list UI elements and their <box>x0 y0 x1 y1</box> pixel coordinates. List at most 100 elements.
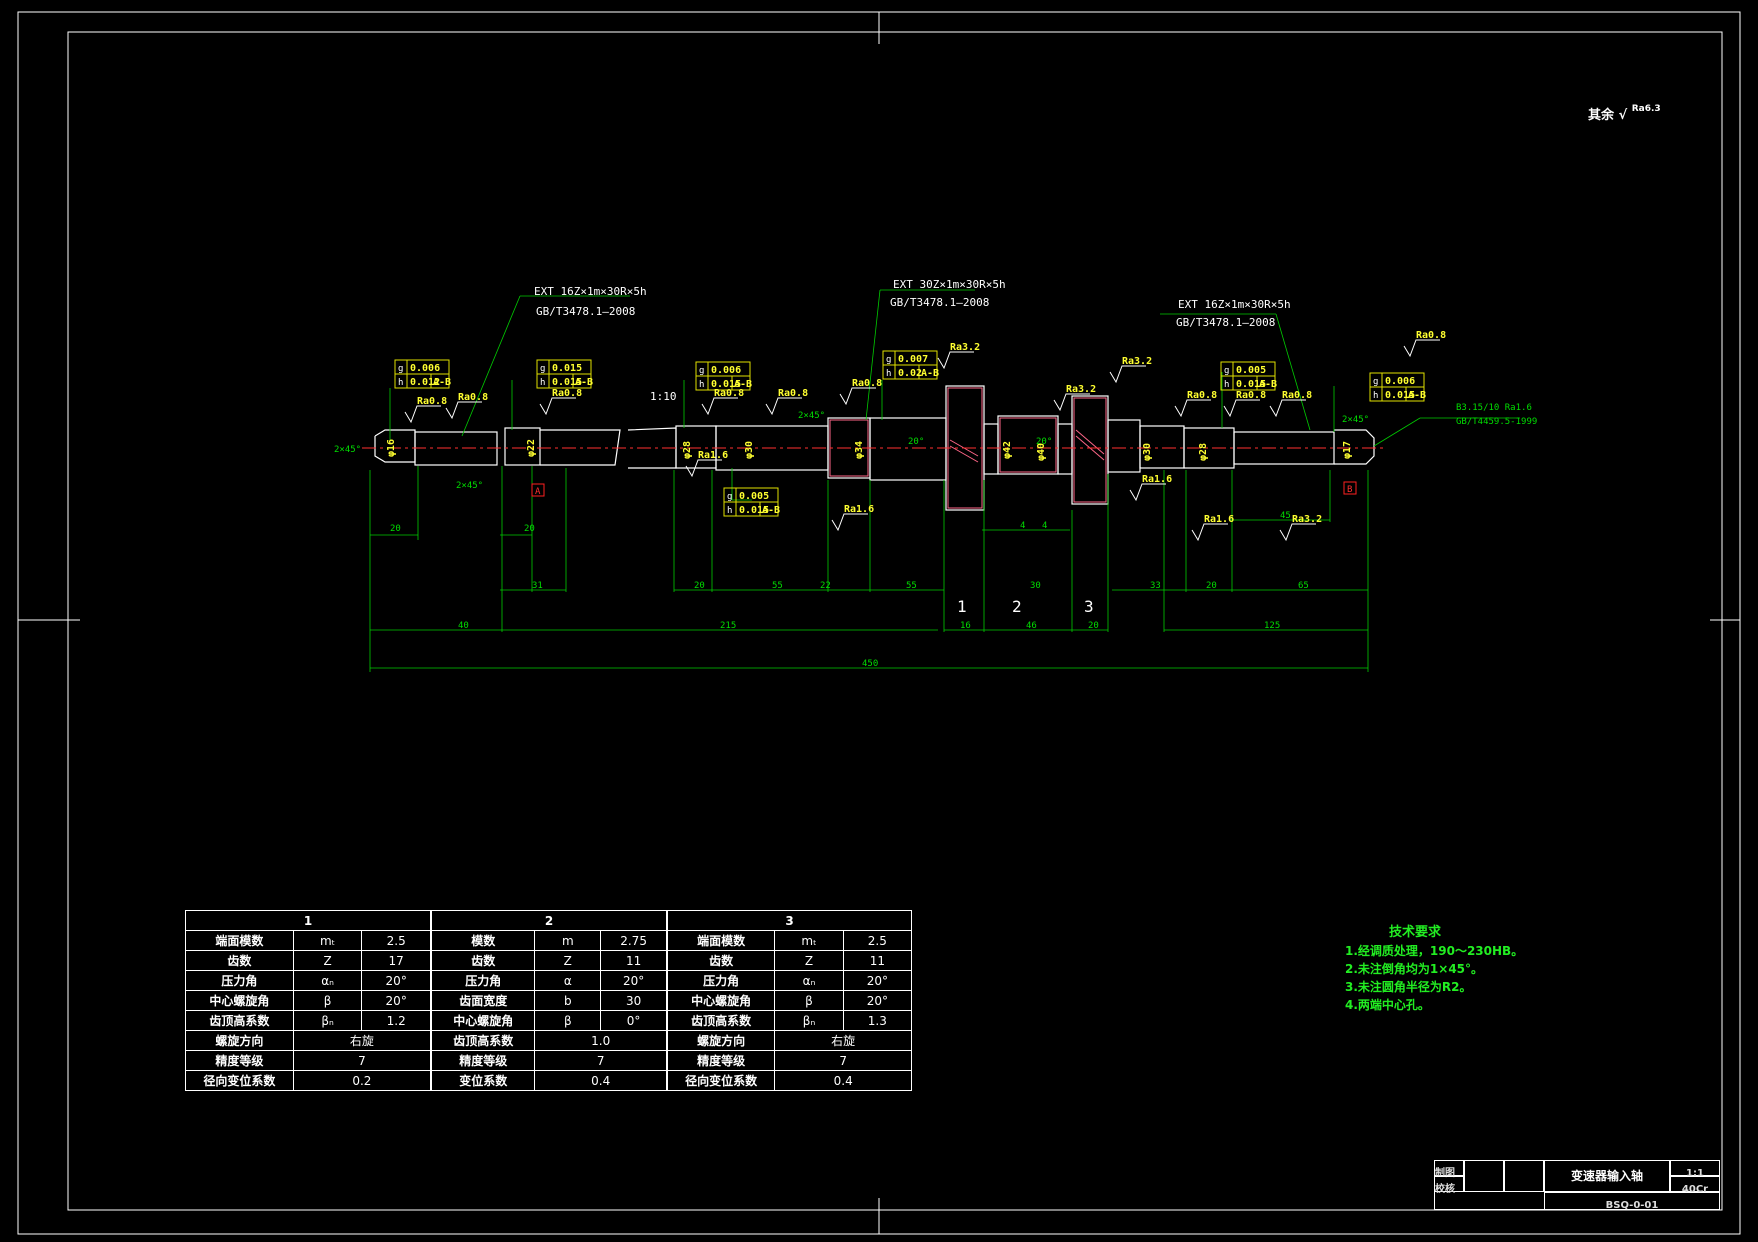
dimension-value: 55 <box>772 581 783 591</box>
scale: 1:1 <box>1686 1168 1704 1179</box>
diameter-label: φ34 <box>854 441 865 459</box>
param-name: 精度等级 <box>185 1050 294 1071</box>
dimension-lines <box>369 289 1520 672</box>
roughness-check-icon: √ <box>1618 108 1628 123</box>
param-name: 变位系数 <box>430 1070 536 1091</box>
spline-right-label: EXT 16Z×1m×30R×5h <box>1178 298 1291 311</box>
note-item: 4.两端中心孔。 <box>1345 998 1430 1012</box>
angle-2: 20° <box>1036 437 1052 447</box>
diameter-label: φ17 <box>1342 441 1353 459</box>
chamfer-mid: 2×45° <box>798 411 825 421</box>
diameter-label: φ30 <box>744 441 755 459</box>
roughness-value: Ra0.8 <box>417 396 447 407</box>
param-name: 精度等级 <box>666 1050 776 1071</box>
tolerance-reference: A-B <box>433 377 451 388</box>
param-symbol: 7 <box>534 1050 667 1071</box>
param-name: 精度等级 <box>430 1050 536 1071</box>
param-name: 端面模数 <box>666 930 776 951</box>
roughness-value: Ra1.6 <box>1204 514 1234 525</box>
param-symbol: 7 <box>774 1050 912 1071</box>
param-name: 压力角 <box>185 970 294 991</box>
roughness-value: Ra1.6 <box>698 450 728 461</box>
tolerance-reference: A-B <box>1259 379 1277 390</box>
param-value: 1.2 <box>361 1010 431 1031</box>
spline-right-std: GB/T3478.1—2008 <box>1176 316 1275 329</box>
dimension-value: 30 <box>1030 581 1041 591</box>
roughness-value: Ra0.8 <box>1236 390 1266 401</box>
roughness-value: Ra3.2 <box>1066 384 1096 395</box>
param-name: 齿数 <box>185 950 294 971</box>
param-name: 径向变位系数 <box>666 1070 776 1091</box>
roughness-value: Ra0.8 <box>778 388 808 399</box>
tolerance-symbol-circular-runout: g <box>1224 366 1229 376</box>
dimension-value: 55 <box>906 581 917 591</box>
inner-frame <box>67 31 1723 1211</box>
tolerance-value-a: 0.007 <box>898 354 928 365</box>
tolerance-value-b: 0.015 <box>711 379 741 390</box>
tolerance-symbol-total-runout: h <box>727 506 732 516</box>
datum-b-box <box>1343 481 1357 495</box>
param-value: 2.5 <box>361 930 431 951</box>
tolerance-value-a: 0.005 <box>739 491 769 502</box>
spline-mid-std: GB/T3478.1—2008 <box>890 296 989 309</box>
roughness-value: Ra1.6 <box>844 504 874 515</box>
taper-label: 1:10 <box>650 390 677 403</box>
roughness-value: Ra3.2 <box>1292 514 1322 525</box>
diameter-label: φ28 <box>1198 443 1209 461</box>
tolerance-symbol-total-runout: h <box>1224 380 1229 390</box>
tolerance-symbol-circular-runout: g <box>699 366 704 376</box>
tolerance-reference: A-B <box>921 368 939 379</box>
note-item: 1.经调质处理，190～230HB。 <box>1345 944 1524 958</box>
diameter-label: φ22 <box>526 439 537 457</box>
dimension-value: 450 <box>862 659 878 669</box>
diameter-label: φ16 <box>386 439 397 457</box>
roughness-symbol: Ra3.2 <box>1279 514 1322 542</box>
param-name: 螺旋方向 <box>185 1030 294 1051</box>
param-name: 齿顶高系数 <box>430 1030 536 1051</box>
param-symbol: 0.4 <box>774 1070 912 1091</box>
param-value: 20° <box>361 990 431 1011</box>
dimension-value: 20 <box>1088 621 1099 631</box>
param-value: 20° <box>842 970 913 991</box>
param-value: 20° <box>361 970 431 991</box>
param-name: 中心螺旋角 <box>430 1010 536 1031</box>
roughness-symbol: Ra0.8 <box>1403 330 1446 358</box>
tolerance-symbol-total-runout: h <box>398 378 403 388</box>
checker-label: 校核 <box>1435 1184 1455 1195</box>
param-name: 齿数 <box>430 950 536 971</box>
param-name: 中心螺旋角 <box>185 990 294 1011</box>
dimension-value: 22 <box>820 581 831 591</box>
tolerance-value-b: 0.015 <box>1236 379 1266 390</box>
tolerance-reference: A-B <box>575 377 593 388</box>
roughness-symbol: Ra0.8 <box>839 378 882 406</box>
param-symbol: Z <box>534 950 602 971</box>
roughness-symbol: Ra1.6 <box>1129 474 1172 502</box>
dimension-value: 40 <box>458 621 469 631</box>
param-symbol: αₙ <box>292 970 363 991</box>
notes-title: 技术要求 <box>1388 925 1441 940</box>
drawing-number: BSQ-0-01 <box>1605 1200 1659 1211</box>
angle-1: 20° <box>908 437 924 447</box>
param-symbol: m <box>534 930 602 951</box>
note-item: 3.未注圆角半径为R2。 <box>1345 980 1472 994</box>
datum-b: B <box>1347 485 1352 495</box>
param-symbol: 右旋 <box>774 1030 912 1051</box>
tolerance-reference: A-B <box>762 505 780 516</box>
tolerance-value-a: 0.005 <box>1236 365 1266 376</box>
gear-param-row: 螺旋方向右旋 <box>666 1030 912 1051</box>
tolerance-value-a: 0.015 <box>552 363 582 374</box>
tolerance-reference: A-B <box>734 379 752 390</box>
chamfer-left2: 2×45° <box>456 481 483 491</box>
param-symbol: 0.4 <box>534 1070 667 1091</box>
dimension-value: 65 <box>1298 581 1309 591</box>
param-value: 17 <box>361 950 431 971</box>
